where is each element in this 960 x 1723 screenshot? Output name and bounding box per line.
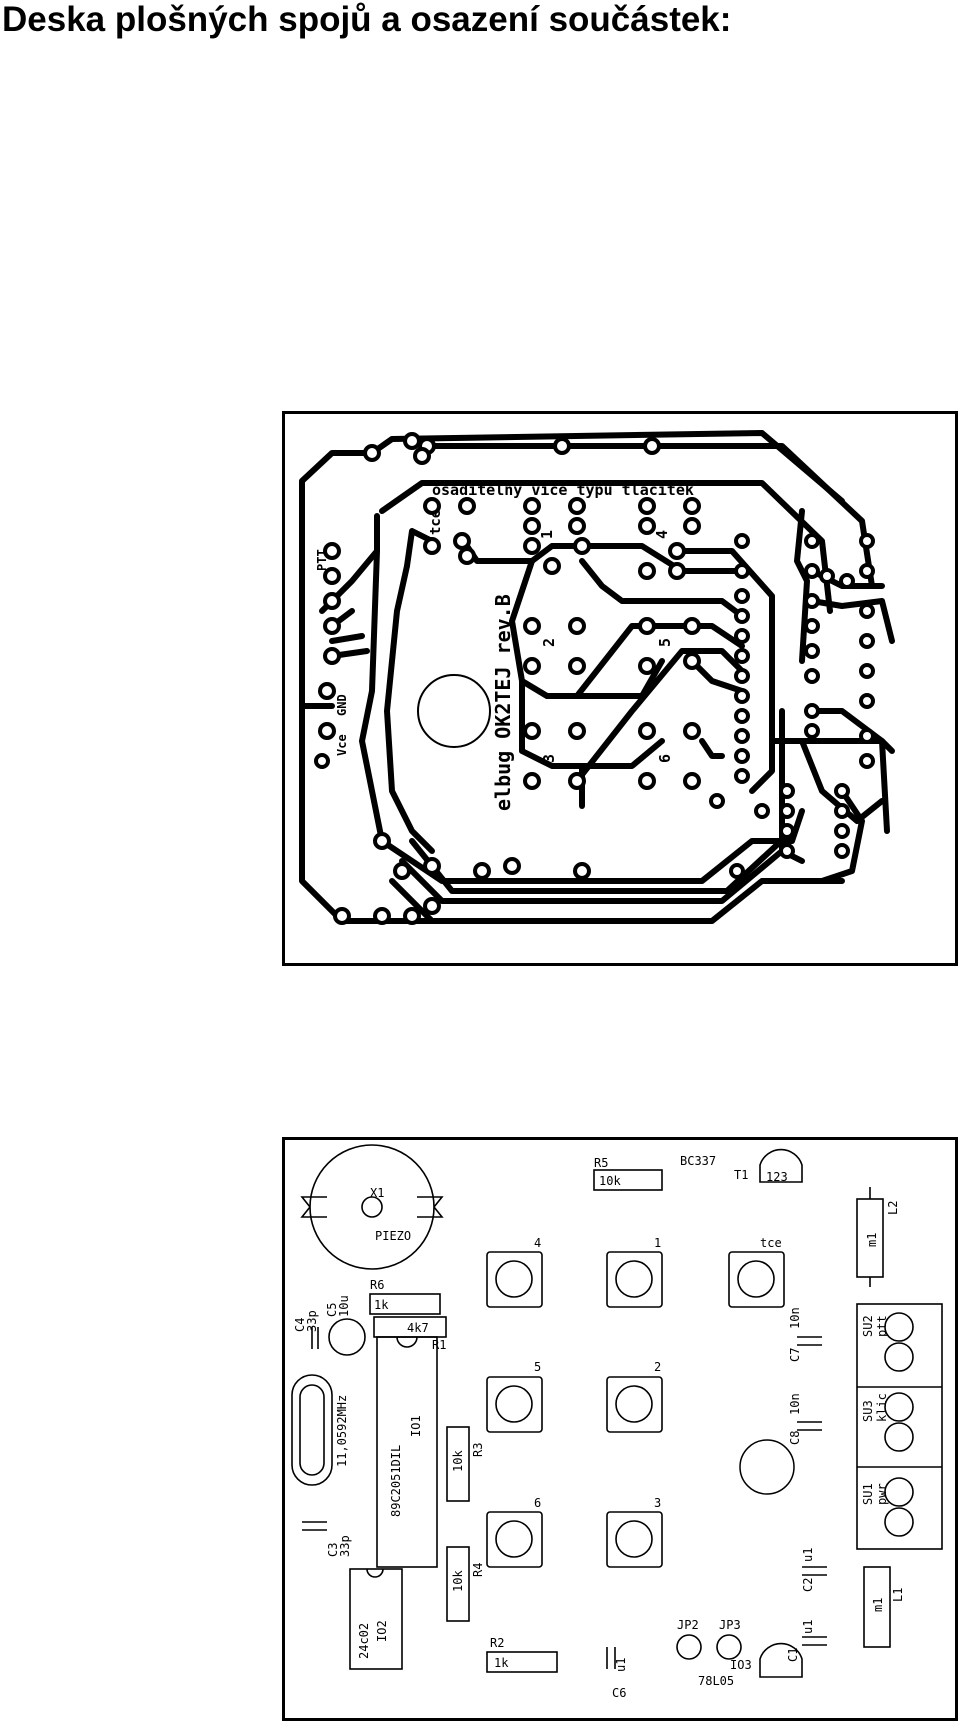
label-su1: SU1 — [861, 1483, 875, 1505]
label-btn-5: 5 — [534, 1360, 541, 1374]
label-r1-value: 4k7 — [407, 1321, 429, 1335]
label-c7-value: 10n — [788, 1307, 802, 1329]
label-piezo: PIEZO — [375, 1229, 411, 1243]
label-l1: L1 — [891, 1588, 905, 1602]
layout-mounting-hole — [739, 1439, 795, 1495]
label-c1: C1 — [786, 1648, 800, 1662]
label-su3: SU3 — [861, 1400, 875, 1422]
label-io2: IO2 — [375, 1620, 389, 1642]
label-r2-value: 1k — [494, 1656, 509, 1670]
label-crystal: 11,0592MHz — [335, 1395, 349, 1467]
label-c4-value: 33p — [305, 1310, 319, 1332]
label-l2-value: m1 — [865, 1233, 879, 1247]
label-su2: SU2 — [861, 1315, 875, 1337]
pcb-ptt-label: PTT — [315, 549, 329, 571]
label-btn-6: 6 — [534, 1496, 541, 1510]
pcb-btn-label-4: 4 — [653, 530, 671, 539]
component-outlines — [291, 1144, 943, 1678]
label-r2: R2 — [490, 1636, 504, 1650]
label-r4: R4 — [471, 1563, 485, 1577]
label-c2-value: u1 — [801, 1548, 815, 1562]
component-layout-figure: X1 PIEZO R5 10k BC337 T1 123 L2 m1 C4 33… — [282, 1137, 958, 1721]
label-jp2: JP2 — [677, 1618, 699, 1632]
pcb-btn-label-3: 3 — [540, 754, 558, 763]
label-btn-2: 2 — [654, 1360, 661, 1374]
label-c8-value: 10n — [788, 1393, 802, 1415]
pcb-btn-label-5: 5 — [656, 638, 674, 647]
pcb-vce-label: Vce — [335, 734, 349, 756]
label-c7: C7 — [788, 1348, 802, 1362]
label-t1-pins: 123 — [766, 1170, 788, 1184]
pcb-pads — [314, 432, 875, 925]
label-r5-value: 10k — [599, 1174, 621, 1188]
label-su2-text: ptt — [875, 1315, 889, 1337]
label-c2: C2 — [801, 1578, 815, 1592]
label-r6: R6 — [370, 1278, 384, 1292]
pcb-btn-label-1: 1 — [538, 530, 556, 539]
label-t1: T1 — [734, 1168, 748, 1182]
label-r6-value: 1k — [374, 1298, 389, 1312]
mounting-hole — [417, 674, 491, 748]
pcb-gnd-label: GND — [335, 694, 349, 716]
label-t1-type: BC337 — [680, 1154, 716, 1168]
label-c3-value: 33p — [338, 1535, 352, 1557]
label-r1: R1 — [432, 1338, 446, 1352]
pcb-btn-label-6: 6 — [656, 754, 674, 763]
pcb-header-text: osaditelny vice typu tlacitek — [432, 481, 694, 499]
label-btn-1: 1 — [654, 1236, 661, 1250]
label-l1-value: m1 — [871, 1598, 885, 1612]
label-io1: IO1 — [409, 1415, 423, 1437]
label-jp3: JP3 — [719, 1618, 741, 1632]
label-btn-tce: tce — [760, 1236, 782, 1250]
label-c8: C8 — [788, 1431, 802, 1445]
label-r3-value: 10k — [451, 1450, 465, 1472]
label-r4-value: 10k — [451, 1570, 465, 1592]
label-su1-text: pwr — [875, 1483, 889, 1505]
pcb-btn-label-2: 2 — [540, 638, 558, 647]
pcb-board-label: elbug OK2TEJ rev.B — [491, 594, 515, 811]
label-r5: R5 — [594, 1156, 608, 1170]
label-c6-value: u1 — [614, 1658, 628, 1672]
label-x1: X1 — [370, 1186, 384, 1200]
label-su3-text: klic — [875, 1393, 889, 1422]
page-title: Deska plošných spojů a osazení součástek… — [2, 0, 732, 39]
label-c6: C6 — [612, 1686, 626, 1700]
label-c4: C4 — [293, 1318, 307, 1332]
label-l2: L2 — [886, 1201, 900, 1215]
copper-traces — [299, 430, 895, 924]
pcb-btn-label-tce: tce — [428, 510, 444, 535]
label-r3: R3 — [471, 1443, 485, 1457]
label-c5-value: 10u — [337, 1295, 351, 1317]
pcb-copper-figure: osaditelny vice typu tlacitek elbug OK2T… — [282, 411, 958, 966]
label-c1-value: u1 — [801, 1620, 815, 1634]
label-btn-3: 3 — [654, 1496, 661, 1510]
label-io1-type: 89C2051DIL — [389, 1445, 403, 1517]
label-c3: C3 — [326, 1543, 340, 1557]
label-c5: C5 — [325, 1303, 339, 1317]
label-io3-type: 78L05 — [698, 1674, 734, 1688]
label-io2-type: 24c02 — [357, 1623, 371, 1659]
label-btn-4: 4 — [534, 1236, 541, 1250]
label-io3: IO3 — [730, 1658, 752, 1672]
